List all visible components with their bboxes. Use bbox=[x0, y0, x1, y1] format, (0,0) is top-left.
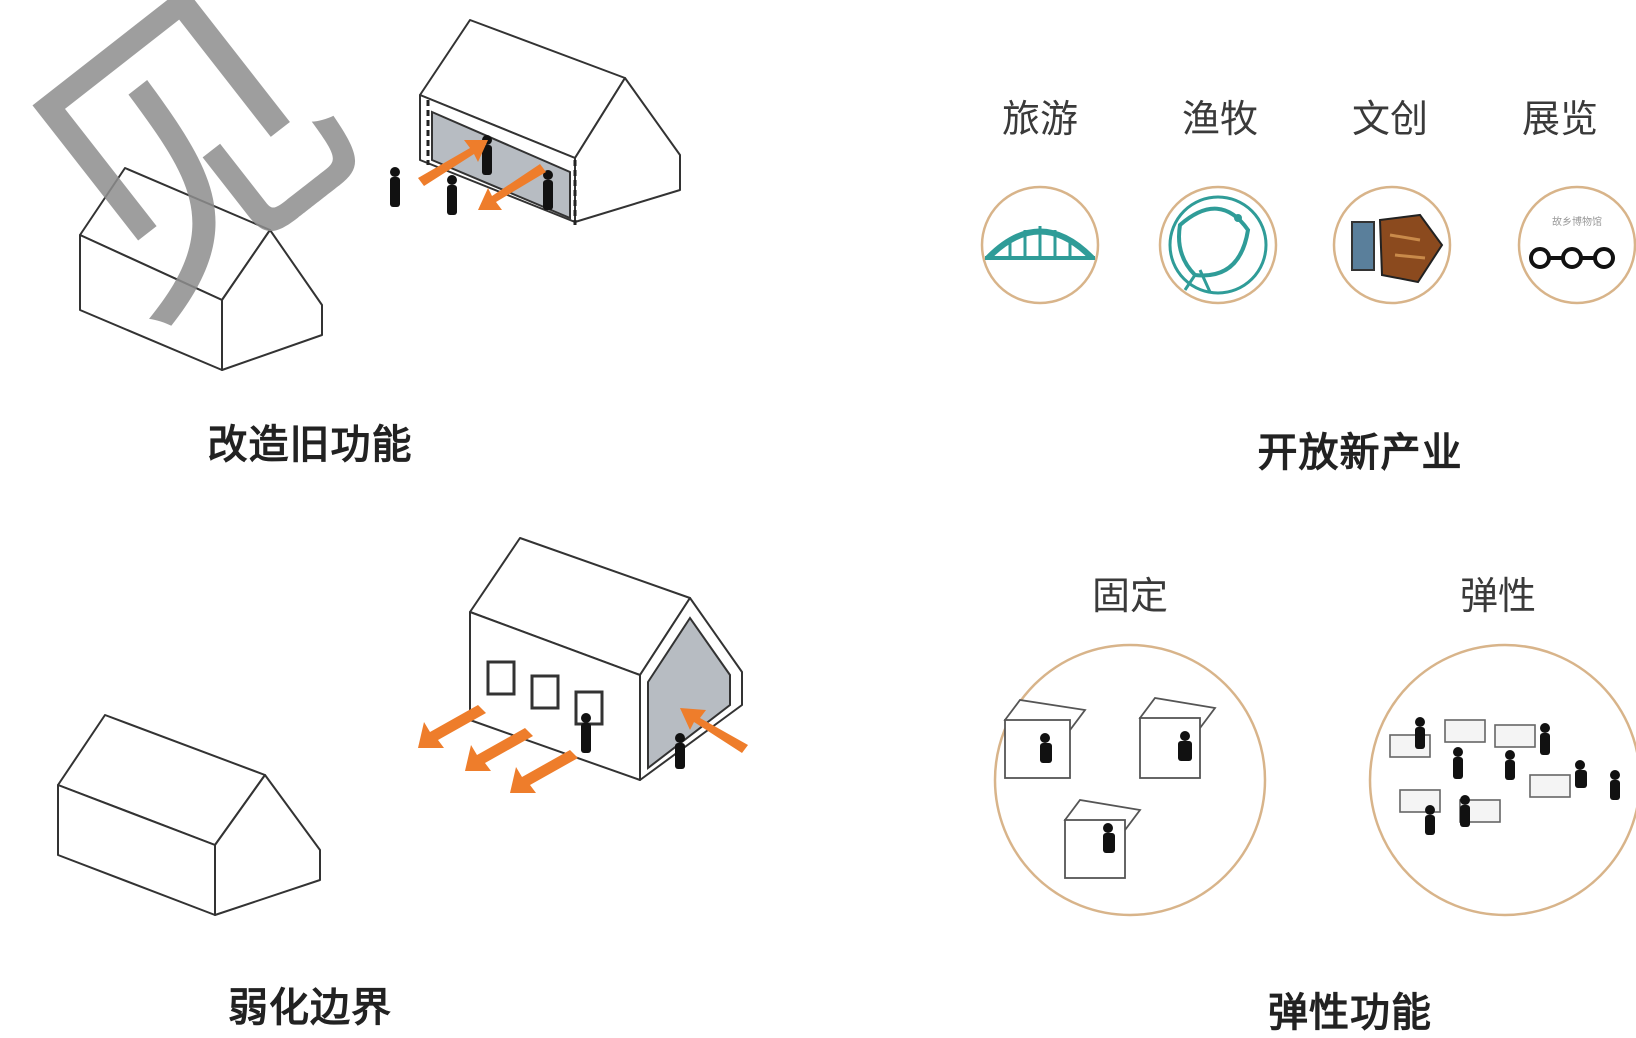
caption-renovate: 改造旧功能 bbox=[207, 422, 413, 468]
exhibition-icon: 故乡博物馆 bbox=[1517, 185, 1636, 305]
arrow-out-icon bbox=[418, 705, 748, 793]
house-open-icon bbox=[469, 537, 743, 781]
exhibition-sign-text: 故乡博物馆 bbox=[1552, 215, 1602, 228]
caption-new-industry: 开放新产业 bbox=[1257, 430, 1463, 476]
flexible-space-icon bbox=[1368, 643, 1636, 917]
mode-label-fixed: 固定 bbox=[1091, 574, 1168, 618]
mode-label-flexible: 弹性 bbox=[1459, 574, 1536, 618]
bridge-icon bbox=[980, 185, 1100, 305]
caption-flexible-function: 弹性功能 bbox=[1268, 990, 1432, 1036]
house-plain-icon bbox=[57, 714, 321, 916]
fixed-rooms-icon bbox=[993, 643, 1267, 917]
watermark-logo: 见 bbox=[0, 0, 416, 380]
industry-label-fishery: 渔牧 bbox=[1181, 97, 1258, 141]
industry-label-exhibition: 展览 bbox=[1521, 97, 1598, 141]
house-plain-icon bbox=[79, 167, 323, 371]
fish-icon bbox=[1158, 185, 1278, 305]
caption-weaken-boundary: 弱化边界 bbox=[228, 985, 392, 1031]
industry-label-creative: 文创 bbox=[1351, 97, 1428, 141]
house-open-icon bbox=[390, 19, 681, 225]
industry-label-tourism: 旅游 bbox=[1001, 97, 1078, 141]
craft-icon bbox=[1332, 185, 1452, 305]
arrow-in-icon bbox=[418, 140, 546, 210]
